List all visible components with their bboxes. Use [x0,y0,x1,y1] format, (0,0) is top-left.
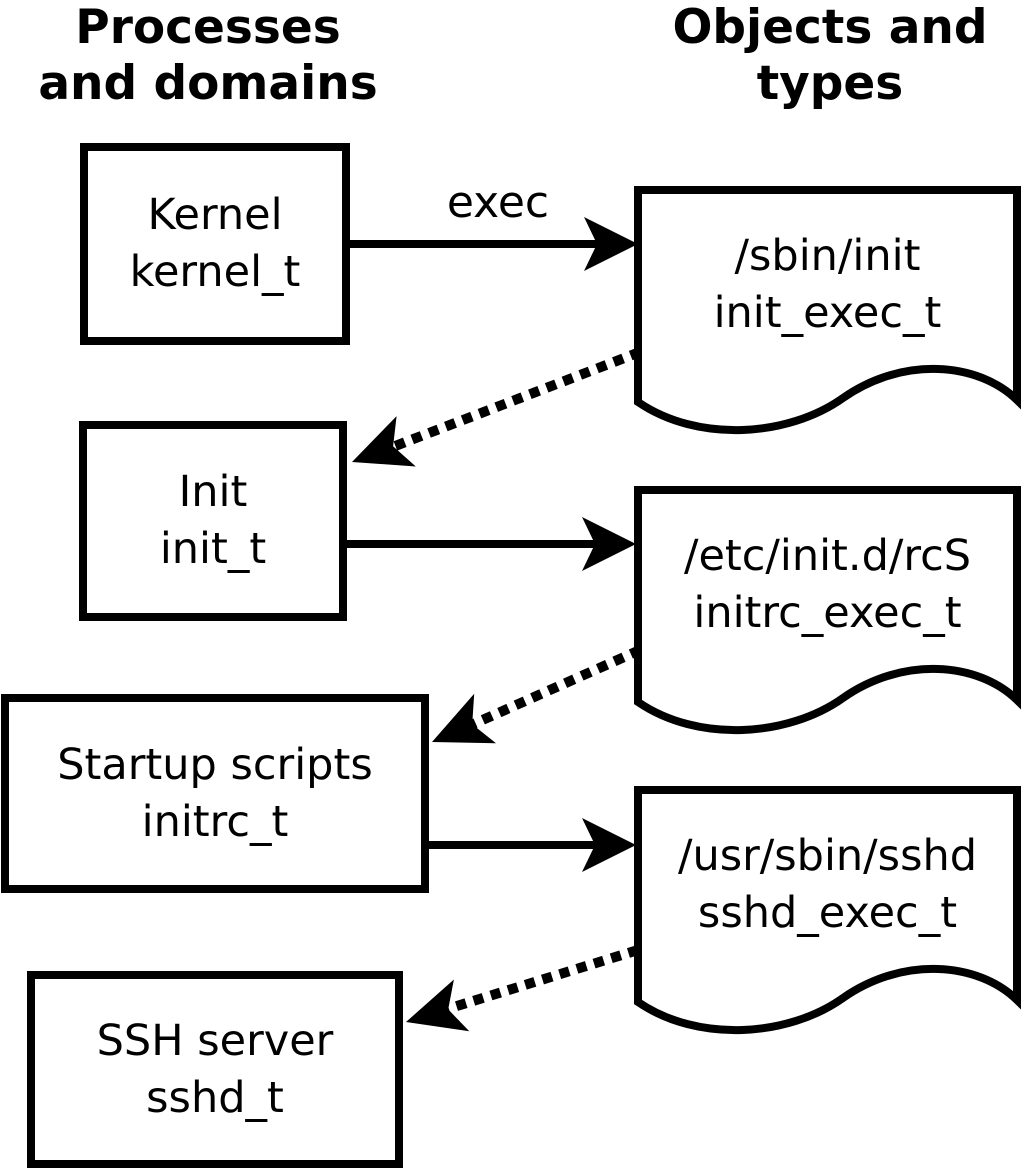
process-name: Init [178,467,248,517]
document-shape-etc-initd-rcs [634,486,1021,734]
exec-arrow-startup-scripts-to-usr-sbin-sshd [428,818,636,872]
object-file-type: sshd_exec_t [697,888,958,938]
arrowhead-icon [582,517,636,571]
object-label-usr-sbin-sshd: /usr/sbin/sshd sshd_exec_t [638,792,1017,978]
process-name: Kernel [147,190,283,240]
process-label-kernel: Kernel kernel_t [80,143,350,345]
exec-arrow-kernel-to-sbin-init [350,217,638,271]
arrowhead-icon [584,217,638,271]
column-header-objects: Objects and types [632,0,1024,112]
column-header-processes: Processes and domains [10,0,406,112]
arrowhead-icon [432,693,496,744]
object-path: /sbin/init [734,231,921,281]
arrowhead-icon [352,416,416,467]
process-domain-type: initrc_t [141,796,289,847]
process-label-startup-scripts: Startup scripts initrc_t [1,694,429,893]
column-header-objects-line1: Objects and [672,0,988,55]
process-label-ssh-server: SSH server sshd_t [27,971,403,1168]
transition-arrow-usr-sbin-sshd-to-ssh-server [406,945,640,1032]
column-header-processes-line1: Processes [75,0,341,55]
process-domain-type: kernel_t [129,247,301,297]
process-box-kernel [80,143,350,345]
process-box-startup-scripts [1,694,429,893]
process-domain-type: init_t [159,524,267,574]
exec-arrow-init-to-etc-initd-rcs [347,517,636,571]
transition-arrow-sbin-init-to-init [352,347,642,467]
document-shape-usr-sbin-sshd [634,786,1021,1034]
object-path: /usr/sbin/sshd [677,831,978,881]
arrowhead-icon [582,818,636,872]
process-name: Startup scripts [57,739,373,790]
object-label-sbin-init: /sbin/init init_exec_t [638,192,1017,378]
process-domain-type: sshd_t [146,1072,284,1123]
object-file-type: initrc_exec_t [693,588,962,638]
process-label-init: Init init_t [79,421,347,621]
process-box-init [79,421,347,621]
transition-arrow-etc-initd-rcs-to-startup-scripts [432,645,643,744]
object-file-type: init_exec_t [713,288,942,338]
column-header-processes-line2: and domains [38,56,378,111]
object-label-etc-initd-rcs: /etc/init.d/rcS initrc_exec_t [638,492,1017,678]
process-box-ssh-server [27,971,403,1168]
exec-edge-label: exec [446,177,550,228]
column-header-objects-line2: types [756,56,904,111]
arrowhead-icon [406,979,470,1032]
process-name: SSH server [96,1015,334,1066]
object-path: /etc/init.d/rcS [683,531,972,581]
document-shape-sbin-init [634,186,1021,434]
